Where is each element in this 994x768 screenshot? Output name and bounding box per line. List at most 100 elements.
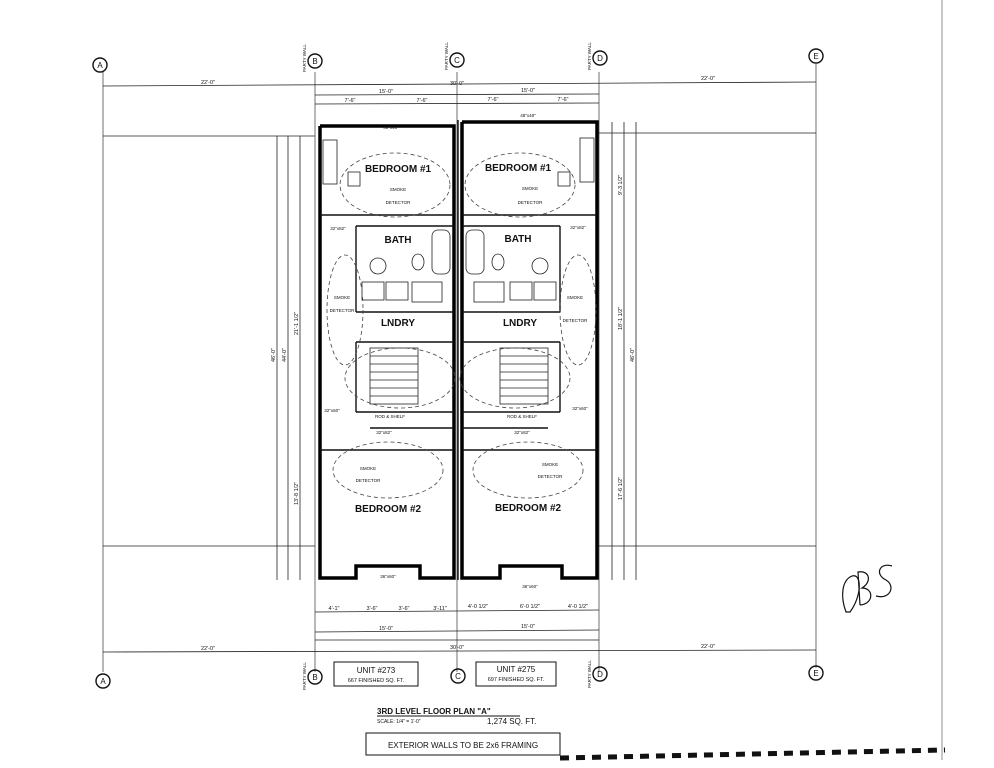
unit-label: UNIT #275 bbox=[497, 665, 536, 674]
svg-text:DETECTOR: DETECTOR bbox=[518, 200, 543, 205]
svg-text:ROD & SHELF: ROD & SHELF bbox=[507, 414, 537, 419]
svg-text:32"x82": 32"x82" bbox=[514, 430, 530, 435]
svg-text:22'-0": 22'-0" bbox=[701, 76, 715, 82]
svg-text:46'-0": 46'-0" bbox=[271, 348, 277, 362]
grid-bubble-d-bottom: D bbox=[592, 666, 608, 682]
svg-text:17'-6 1/2": 17'-6 1/2" bbox=[618, 477, 624, 500]
svg-text:3'-6": 3'-6" bbox=[399, 606, 410, 612]
right-side-dimensions: 9'-3 1/2" 18'-1 1/2" 17'-6 1/2" 46'-0" bbox=[611, 122, 637, 580]
svg-text:13'-8 1/2": 13'-8 1/2" bbox=[294, 482, 300, 505]
svg-text:32"x82": 32"x82" bbox=[570, 225, 586, 230]
unit-label: UNIT #273 bbox=[357, 666, 396, 675]
grid-bubble-e-bottom: E bbox=[808, 665, 824, 681]
svg-text:22'-0": 22'-0" bbox=[201, 646, 215, 652]
plan-total-area: 1,274 SQ. FT. bbox=[487, 717, 536, 726]
svg-text:E: E bbox=[813, 669, 818, 678]
bottom-dimensions: 4'-1" 3'-6" 3'-6" 3'-11" 4'-0 1/2" 6'-0 … bbox=[102, 604, 817, 653]
svg-text:15'-0": 15'-0" bbox=[521, 88, 535, 94]
svg-text:SMOKE: SMOKE bbox=[567, 295, 583, 300]
grid-bubble-b-bottom: B bbox=[307, 669, 323, 685]
bath-fixtures-left bbox=[361, 229, 451, 303]
svg-text:DETECTOR: DETECTOR bbox=[356, 478, 381, 483]
svg-text:36"x60": 36"x60" bbox=[380, 574, 396, 579]
svg-text:15'-0": 15'-0" bbox=[379, 89, 393, 95]
grid-bubble-a-bottom: A bbox=[95, 673, 111, 689]
svg-text:7'-6": 7'-6" bbox=[417, 98, 428, 104]
party-wall-label-top-d: PARTY WALL bbox=[587, 42, 592, 70]
svg-text:4'-0 1/2": 4'-0 1/2" bbox=[568, 604, 588, 610]
room-label-bedroom2-right: BEDROOM #2 bbox=[495, 503, 562, 514]
svg-text:48"x48": 48"x48" bbox=[520, 113, 536, 118]
room-label-bath-left: BATH bbox=[384, 235, 411, 246]
svg-text:SMOKE: SMOKE bbox=[522, 186, 538, 191]
svg-text:A: A bbox=[97, 61, 103, 70]
annotations: 48"x48" 48"x48" SMOKE DETECTOR SMOKE DET… bbox=[324, 113, 588, 589]
svg-text:32"x60": 32"x60" bbox=[324, 408, 340, 413]
svg-text:36"x60": 36"x60" bbox=[522, 584, 538, 589]
svg-text:DETECTOR: DETECTOR bbox=[386, 200, 411, 205]
svg-text:7'-6": 7'-6" bbox=[345, 98, 356, 104]
svg-text:15'-0": 15'-0" bbox=[521, 624, 535, 630]
svg-text:SMOKE: SMOKE bbox=[334, 295, 350, 300]
unit-box-273: UNIT #273 667 FINISHED SQ. FT. bbox=[333, 661, 419, 687]
party-wall-label-top-c: PARTY WALL bbox=[444, 42, 449, 70]
svg-text:46'-0": 46'-0" bbox=[630, 348, 636, 362]
svg-text:C: C bbox=[454, 56, 460, 65]
svg-text:44'-0": 44'-0" bbox=[282, 348, 288, 362]
svg-text:3'-11": 3'-11" bbox=[433, 606, 447, 612]
unit-area: 667 FINISHED SQ. FT. bbox=[348, 678, 405, 684]
sheet-border-dashed bbox=[559, 747, 946, 761]
svg-text:7'-6": 7'-6" bbox=[488, 97, 499, 103]
svg-text:21'-1 1/2": 21'-1 1/2" bbox=[294, 312, 300, 335]
svg-text:30'-0": 30'-0" bbox=[450, 81, 464, 87]
plan-title: 3RD LEVEL FLOOR PLAN "A" bbox=[377, 707, 491, 716]
stairs-left bbox=[369, 347, 419, 405]
svg-text:22'-0": 22'-0" bbox=[701, 644, 715, 650]
room-label-bedroom1-left: BEDROOM #1 bbox=[365, 164, 432, 175]
handwritten-initials bbox=[842, 564, 893, 613]
party-wall-label-bottom-d: PARTY WALL bbox=[587, 660, 592, 688]
svg-text:22'-0": 22'-0" bbox=[201, 80, 215, 86]
grid-bubble-b-top: B bbox=[307, 53, 323, 69]
svg-text:6'-0 1/2": 6'-0 1/2" bbox=[520, 604, 540, 610]
svg-text:ROD & SHELF: ROD & SHELF bbox=[375, 414, 405, 419]
svg-text:SMOKE: SMOKE bbox=[390, 187, 406, 192]
grid-bubble-c-bottom: C bbox=[450, 668, 466, 684]
unit-area: 697 FINISHED SQ. FT. bbox=[488, 677, 545, 683]
svg-text:30'-0": 30'-0" bbox=[450, 645, 464, 651]
plan-scale: SCALE: 1/4" = 1'-0" bbox=[377, 719, 421, 725]
room-label-lndry-right: LNDRY bbox=[503, 318, 537, 329]
grid-bubble-d-top: D bbox=[592, 50, 608, 66]
svg-text:B: B bbox=[312, 673, 317, 682]
unit-box-275: UNIT #275 697 FINISHED SQ. FT. bbox=[475, 661, 557, 687]
grid-bubble-a-top: A bbox=[92, 57, 108, 73]
grid-bubble-c-top: C bbox=[449, 52, 465, 68]
party-wall-label-top-b: PARTY WALL bbox=[302, 44, 307, 72]
svg-text:C: C bbox=[455, 672, 461, 681]
grid-bubble-e-top: E bbox=[808, 48, 824, 64]
svg-text:4'-1": 4'-1" bbox=[329, 606, 340, 612]
room-label-lndry-left: LNDRY bbox=[381, 318, 415, 329]
svg-text:15'-0": 15'-0" bbox=[379, 626, 393, 632]
bath-fixtures-right bbox=[465, 229, 557, 303]
lighting-arcs bbox=[326, 152, 597, 499]
svg-text:4'-0 1/2": 4'-0 1/2" bbox=[468, 604, 488, 610]
top-dimensions: 22'-0" 22'-0" 30'-0" 15'-0" 15'-0" 7'-6"… bbox=[102, 76, 817, 547]
svg-text:32"x60": 32"x60" bbox=[572, 406, 588, 411]
room-label-bath-right: BATH bbox=[504, 234, 531, 245]
party-wall-label-bottom-b: PARTY WALL bbox=[302, 662, 307, 690]
stairs-right bbox=[499, 347, 549, 405]
interior-walls-left bbox=[320, 139, 454, 451]
svg-text:32"x82": 32"x82" bbox=[330, 226, 346, 231]
building-walls bbox=[318, 120, 599, 580]
room-label-bedroom1-right: BEDROOM #1 bbox=[485, 163, 552, 174]
svg-text:9'-3 1/2": 9'-3 1/2" bbox=[618, 175, 624, 195]
svg-text:48"x48": 48"x48" bbox=[383, 125, 399, 130]
grid-lines bbox=[102, 64, 817, 672]
framing-note: EXTERIOR WALLS TO BE 2x6 FRAMING bbox=[388, 741, 538, 750]
svg-text:SMOKE: SMOKE bbox=[360, 466, 376, 471]
interior-walls-right bbox=[462, 137, 597, 451]
svg-text:DETECTOR: DETECTOR bbox=[538, 474, 563, 479]
svg-text:SMOKE: SMOKE bbox=[542, 462, 558, 467]
